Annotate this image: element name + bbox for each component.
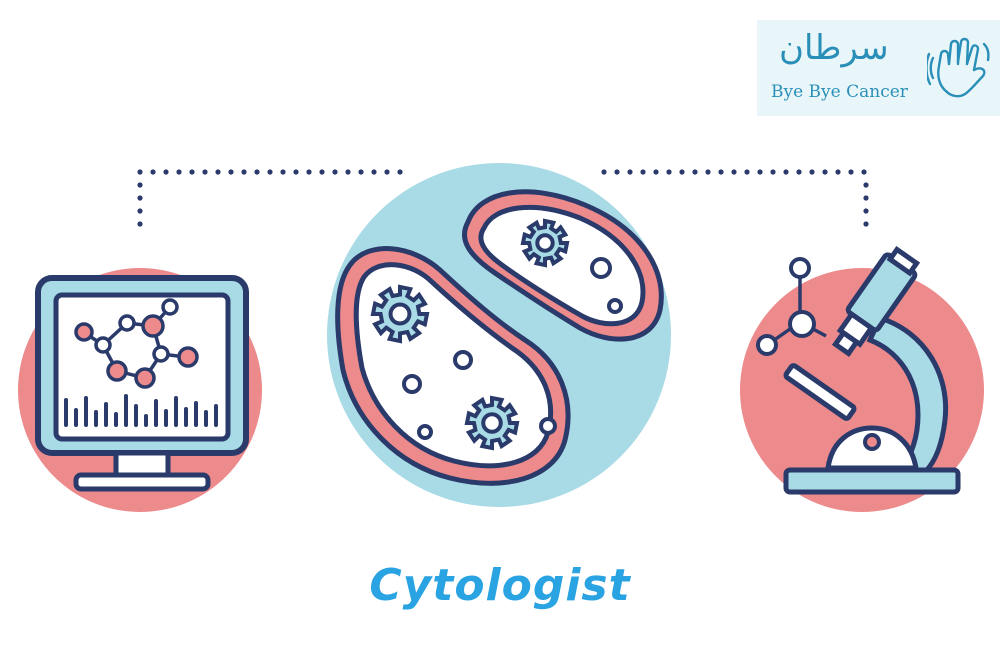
logo-english-text: Bye Bye Cancer — [771, 82, 908, 102]
microscope-icon — [740, 245, 984, 512]
bye-bye-cancer-logo: سرطان Bye Bye Cancer — [757, 20, 1000, 116]
logo-arabic-text: سرطان — [779, 28, 889, 68]
cell-organelles-icon — [327, 163, 671, 507]
dotted-connector-left — [137, 169, 403, 227]
dotted-connector-right — [601, 169, 869, 227]
waving-hand-icon — [927, 37, 990, 98]
caption-title: Cytologist — [369, 560, 631, 611]
monitor-molecule-icon — [18, 268, 262, 512]
